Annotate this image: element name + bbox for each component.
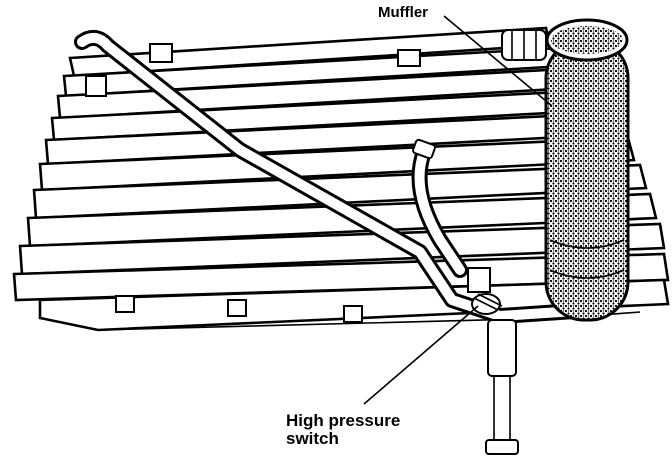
muffler bbox=[544, 18, 630, 322]
bracket-bottom-1 bbox=[115, 295, 135, 313]
inlet-fitting bbox=[501, 29, 547, 61]
bracket-bottom-3 bbox=[343, 305, 363, 323]
short-hose bbox=[411, 138, 468, 278]
bracket-top-left bbox=[85, 75, 107, 97]
muffler-leader bbox=[443, 15, 553, 107]
switch-leader bbox=[363, 305, 479, 405]
muffler-label: Muffler bbox=[378, 4, 428, 21]
high-pressure-label-line1: High pressure bbox=[286, 411, 401, 430]
bracket-switch bbox=[467, 267, 491, 293]
mounting-brackets bbox=[85, 43, 491, 323]
bracket-top-center bbox=[149, 43, 173, 63]
high-pressure-switch-label: High pressure switch bbox=[286, 412, 400, 448]
bracket-top-right bbox=[397, 49, 421, 67]
outlet-pipe bbox=[485, 319, 519, 455]
bracket-bottom-2 bbox=[227, 299, 247, 317]
high-pressure-switch bbox=[471, 293, 503, 315]
high-pressure-label-line2: switch bbox=[286, 429, 339, 448]
